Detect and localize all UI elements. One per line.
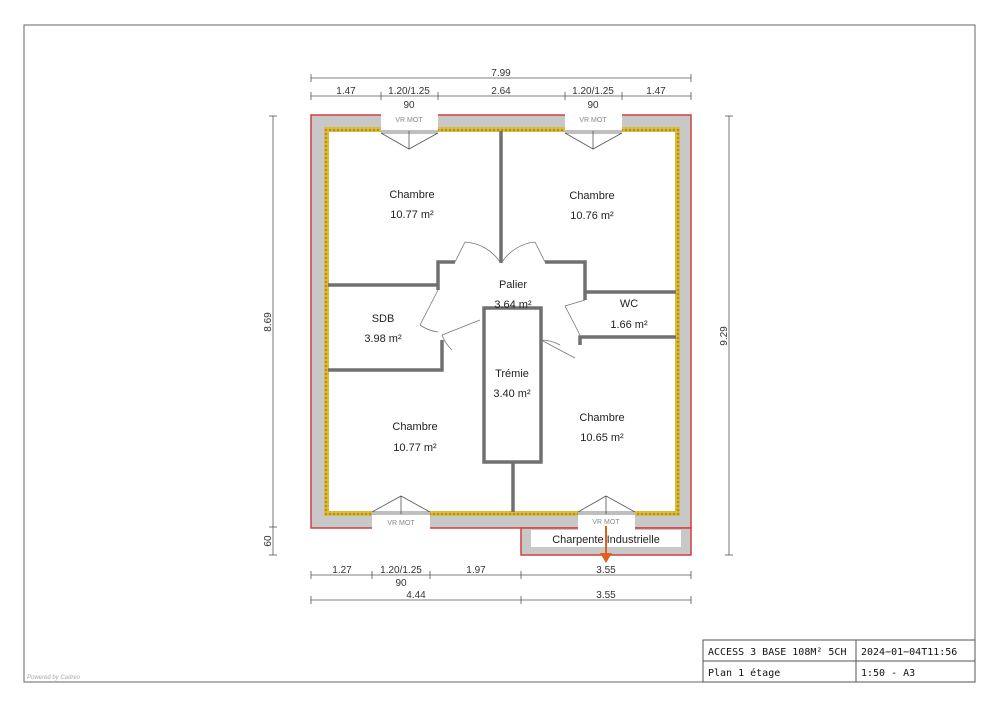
svg-text:Chambre: Chambre (389, 189, 434, 201)
svg-text:Trémie: Trémie (495, 368, 529, 380)
room-chambre-ne: Chambre 10.76 m² (569, 190, 614, 222)
dim-bottom-total: 3.55 (596, 590, 616, 601)
dim-left-offset: 60 (263, 535, 274, 547)
room-wc: WC 1.66 m² (610, 298, 648, 331)
room-chambre-nw: Chambre 10.77 m² (389, 189, 434, 221)
plan-scale: 1:50 - A3 (861, 668, 915, 679)
arrow-icon (600, 526, 612, 563)
svg-text:Chambre: Chambre (569, 190, 614, 202)
window-bottom-right (577, 495, 636, 515)
plan-date: 2024−01−04T11:56 (861, 647, 957, 658)
dim-bottom: 1.27 (332, 565, 352, 576)
dim-bottom: 1.97 (466, 565, 486, 576)
room-sdb: SDB 3.98 m² (364, 313, 402, 345)
dim-top: 2.64 (491, 86, 511, 97)
windows (371, 130, 636, 515)
svg-text:SDB: SDB (372, 313, 395, 325)
dim-window-width: 90 (395, 578, 407, 589)
window-label: VR MOT (592, 519, 620, 526)
window-top-left (380, 130, 439, 150)
svg-text:1.66 m²: 1.66 m² (610, 319, 648, 331)
svg-text:3.98 m²: 3.98 m² (364, 333, 402, 345)
dim-bottom-total: 4.44 (406, 590, 426, 601)
dim-top: 1.20/1.25 (388, 86, 430, 97)
svg-text:10.77 m²: 10.77 m² (393, 442, 437, 454)
dim-bottom: 3.55 (596, 565, 616, 576)
dim-top: 1.47 (646, 86, 666, 97)
window-top-right (564, 130, 623, 150)
dim-top: 1.47 (336, 86, 356, 97)
title-block: ACCESS 3 BASE 108M² 5CH 2024−01−04T11:56… (702, 639, 976, 683)
svg-text:10.76 m²: 10.76 m² (570, 210, 614, 222)
dim-left-height: 8.69 (263, 312, 274, 332)
svg-text:Chambre: Chambre (392, 421, 437, 433)
powered-by: Powered by Cadreo (27, 675, 81, 681)
dim-top: 1.20/1.25 (572, 86, 614, 97)
window-bottom-left (371, 495, 431, 515)
svg-text:Palier: Palier (499, 279, 527, 291)
svg-text:3.40 m²: 3.40 m² (493, 388, 531, 400)
room-chambre-se: Chambre 10.65 m² (579, 412, 624, 444)
room-palier: Palier 3.64 m² (494, 279, 532, 311)
dim-top-total: 7.99 (491, 68, 511, 79)
svg-text:3.64 m²: 3.64 m² (494, 299, 532, 311)
dimension-lines (269, 74, 733, 604)
interior-partitions (328, 131, 676, 512)
project-name: ACCESS 3 BASE 108M² 5CH (708, 647, 846, 658)
svg-text:10.65 m²: 10.65 m² (580, 432, 624, 444)
dim-window-width: 90 (587, 100, 599, 111)
doors (419, 241, 586, 359)
svg-text:Chambre: Chambre (579, 412, 624, 424)
svg-text:10.77 m²: 10.77 m² (390, 209, 434, 221)
dim-right-height: 9.29 (719, 326, 730, 346)
plan-name: Plan 1 étage (708, 667, 780, 679)
window-label: VR MOT (579, 117, 607, 124)
page-frame (23, 24, 976, 683)
dim-window-width: 90 (403, 100, 415, 111)
svg-text:WC: WC (620, 298, 638, 310)
window-label: VR MOT (387, 520, 415, 527)
room-tremie: Trémie 3.40 m² (493, 368, 531, 400)
dim-bottom: 1.20/1.25 (380, 565, 422, 576)
room-chambre-sw: Chambre 10.77 m² (392, 421, 437, 454)
window-label: VR MOT (395, 117, 423, 124)
